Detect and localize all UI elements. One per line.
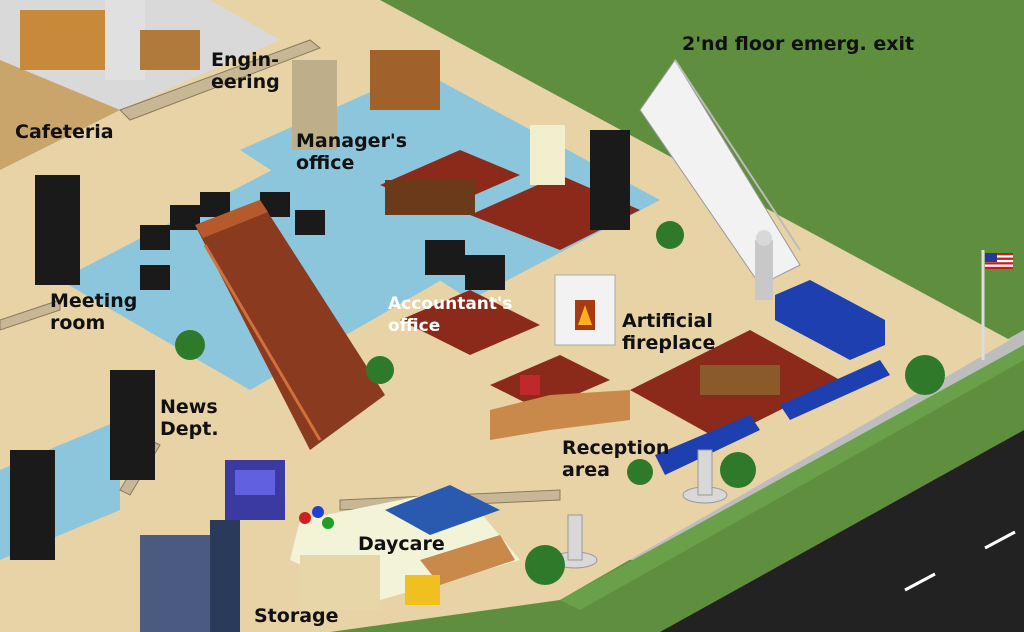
fireplace-icon[interactable] bbox=[554, 274, 616, 346]
bookcase-meeting[interactable] bbox=[35, 175, 80, 285]
manager-bookshelf[interactable] bbox=[370, 50, 440, 110]
label-reception-area: Reception area bbox=[562, 437, 670, 481]
blue-sofas[interactable] bbox=[655, 280, 890, 475]
cafeteria-tables-area bbox=[0, 60, 120, 170]
hedge-strip bbox=[560, 345, 1024, 610]
label-news-dept: News Dept. bbox=[160, 396, 219, 440]
storage-boxes[interactable] bbox=[300, 555, 380, 610]
daycare-mat bbox=[385, 485, 500, 535]
label-daycare: Daycare bbox=[358, 533, 445, 555]
arcade-machine-icon[interactable] bbox=[225, 460, 285, 520]
lane-markings bbox=[904, 530, 1016, 592]
manager-desk[interactable] bbox=[385, 180, 475, 215]
road bbox=[660, 430, 1024, 632]
engineering-bench[interactable] bbox=[140, 30, 200, 70]
label-artificial-fireplace: Artificial fireplace bbox=[622, 310, 716, 354]
label-emergency-exit: 2'nd floor emerg. exit bbox=[682, 33, 915, 55]
cabinet[interactable] bbox=[292, 60, 337, 150]
meeting-chairs[interactable] bbox=[140, 192, 505, 290]
label-accountants-office: Accountant's office bbox=[388, 294, 513, 336]
label-meeting-room: Meeting room bbox=[50, 290, 138, 334]
staircase-icon[interactable] bbox=[195, 200, 385, 450]
daycare-counter[interactable] bbox=[420, 535, 515, 585]
balloons bbox=[299, 506, 334, 529]
emergency-staircase[interactable] bbox=[639, 59, 801, 286]
reception-desk[interactable] bbox=[490, 375, 630, 440]
us-flag-icon bbox=[981, 250, 1013, 360]
daycare-chair[interactable] bbox=[405, 575, 440, 605]
armor-statue-icon bbox=[755, 230, 773, 300]
label-storage: Storage bbox=[254, 605, 339, 627]
fountain-icon bbox=[552, 449, 728, 569]
filing-cabinet[interactable] bbox=[530, 125, 565, 185]
label-cafeteria: Cafeteria bbox=[15, 121, 114, 143]
bookcase-news-lower[interactable] bbox=[10, 450, 55, 560]
rug-accountant-front bbox=[400, 290, 540, 355]
storage-equipment[interactable] bbox=[140, 520, 240, 632]
refrigerator[interactable] bbox=[105, 0, 145, 80]
coffee-table[interactable] bbox=[700, 365, 780, 395]
bookcase-dark[interactable] bbox=[590, 130, 630, 230]
rug-reception bbox=[490, 355, 610, 410]
label-engineering: Engin- eering bbox=[211, 49, 280, 93]
bookcase-news[interactable] bbox=[110, 370, 155, 480]
label-managers-office: Manager's office bbox=[296, 130, 408, 174]
plants bbox=[175, 221, 945, 585]
